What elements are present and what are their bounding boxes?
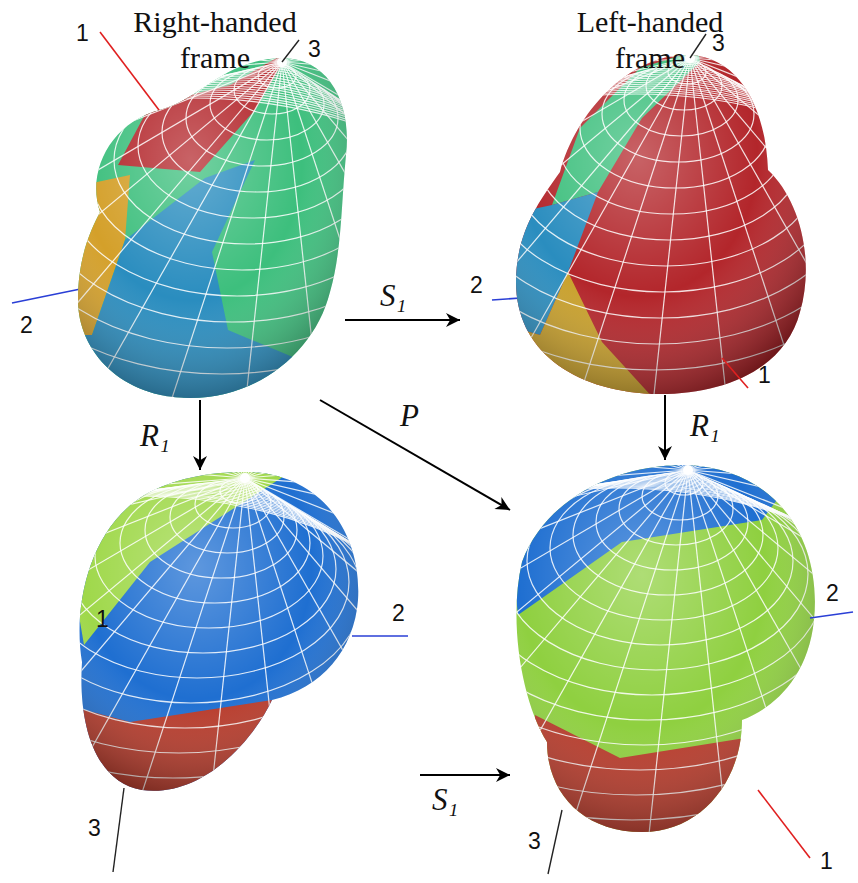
operation-label: P [400,398,419,434]
axis-number: 3 [712,30,725,57]
axis-number: 1 [820,848,833,875]
shape-panel: Right-handed frame 1 2 3 [5,5,345,400]
axis-number: 2 [392,600,405,627]
operation-label: R₁ [690,408,720,444]
axis-number: 3 [88,815,101,842]
axis-number: 3 [308,36,321,63]
axis-number: 1 [758,362,771,389]
operation-label: S₁ [432,782,458,818]
operation-label: S₁ [380,278,406,314]
shape-panel: Left-handed frame321 [460,5,853,395]
transform-arrow [664,395,666,460]
axis-number: 3 [528,828,541,855]
shape-panel: 2 3 1 [510,460,853,878]
operation-label: R₁ [140,418,170,454]
frame-heading: Right-handed frame [110,4,320,76]
transform-arrow [199,400,201,470]
axis-number: 1 [76,20,89,47]
axis-number: 1 [96,606,109,633]
transform-arrow [420,774,510,776]
axis-number: 2 [826,580,839,607]
shape-panel: 1 2 3 [5,470,420,878]
axis-number: 2 [470,272,483,299]
transform-arrow [345,319,460,321]
axis-number: 2 [20,312,33,339]
